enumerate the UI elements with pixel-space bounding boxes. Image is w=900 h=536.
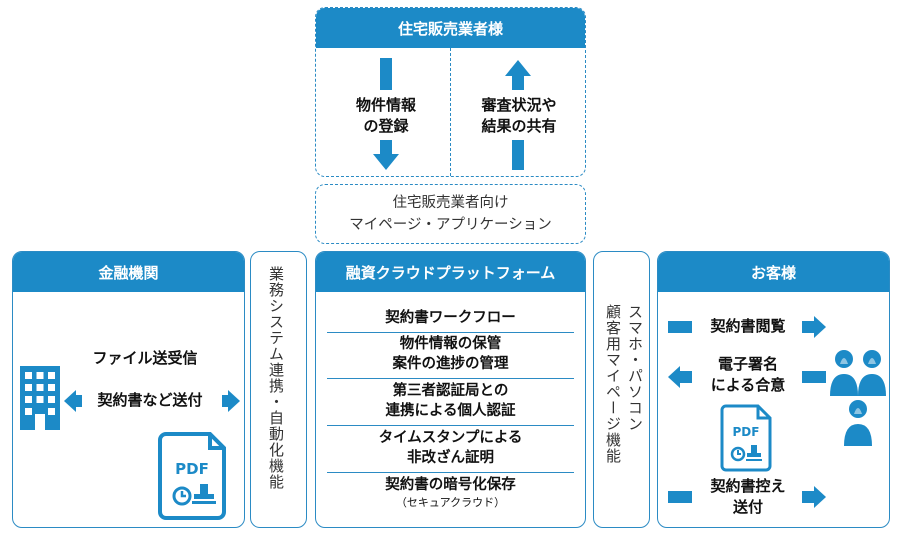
customer-box [657, 251, 890, 528]
pdf-document-icon [720, 404, 772, 472]
feature-personal-auth: 第三者認証局との連携による個人認証 [327, 381, 574, 426]
bank-box [12, 251, 245, 528]
e-signature-label: 電子署名による合意 [710, 355, 786, 394]
share-status-label: 審査状況や結果の共有 [481, 96, 557, 135]
platform-box [315, 251, 586, 528]
feature-encrypted-storage: 契約書の暗号化保存 （セキュアクラウド） [385, 477, 516, 509]
housing-divider [450, 48, 451, 176]
bank-pdf-label: PDF [175, 460, 209, 478]
register-property-label: 物件情報の登録 [355, 96, 416, 135]
arrow-up-icon [505, 60, 531, 170]
seller-mypage-app: 住宅販売業者向けマイページ・アプリケーション [315, 184, 586, 244]
arrow-right-icon [668, 486, 826, 508]
arrow-right-icon [668, 316, 826, 338]
platform-title: 融資クラウドプラットフォーム [316, 252, 585, 292]
view-contract-label: 契約書閲覧 [710, 317, 786, 335]
bank-title: 金融機関 [13, 252, 244, 292]
customer-title: お客様 [658, 252, 889, 292]
customer-mypage-line2: 顧客用マイページ機能 [604, 304, 622, 464]
feature-contract-workflow: 契約書ワークフロー [327, 308, 574, 333]
business-system-label: 業務システム連携・自動化機能 [267, 266, 285, 490]
send-copy-label: 契約書控え送付 [710, 477, 786, 516]
feature-timestamp: タイムスタンプによる非改ざん証明 [327, 428, 574, 473]
file-transfer-label: ファイル送受信 [92, 349, 198, 367]
customer-mypage-line1: スマホ・パソコン [626, 304, 644, 432]
housing-seller-box [315, 7, 586, 177]
arrow-left-icon [668, 366, 826, 388]
pdf-document-icon [158, 432, 226, 520]
arrow-down-icon [373, 58, 399, 170]
platform-feature-list: 契約書ワークフロー 物件情報の保管案件の進捗の管理 第三者認証局との連携による個… [315, 292, 586, 528]
building-icon [20, 366, 60, 430]
housing-seller-title: 住宅販売業者様 [316, 8, 585, 48]
arrow-left-right-icon [64, 390, 240, 412]
business-system-box [250, 251, 307, 528]
feature-property-storage: 物件情報の保管案件の進捗の管理 [327, 334, 574, 379]
customers-icon [830, 350, 886, 446]
customer-pdf-label: PDF [732, 425, 760, 439]
send-contracts-label: 契約書など送付 [97, 391, 203, 409]
customer-mypage-box [593, 251, 650, 528]
